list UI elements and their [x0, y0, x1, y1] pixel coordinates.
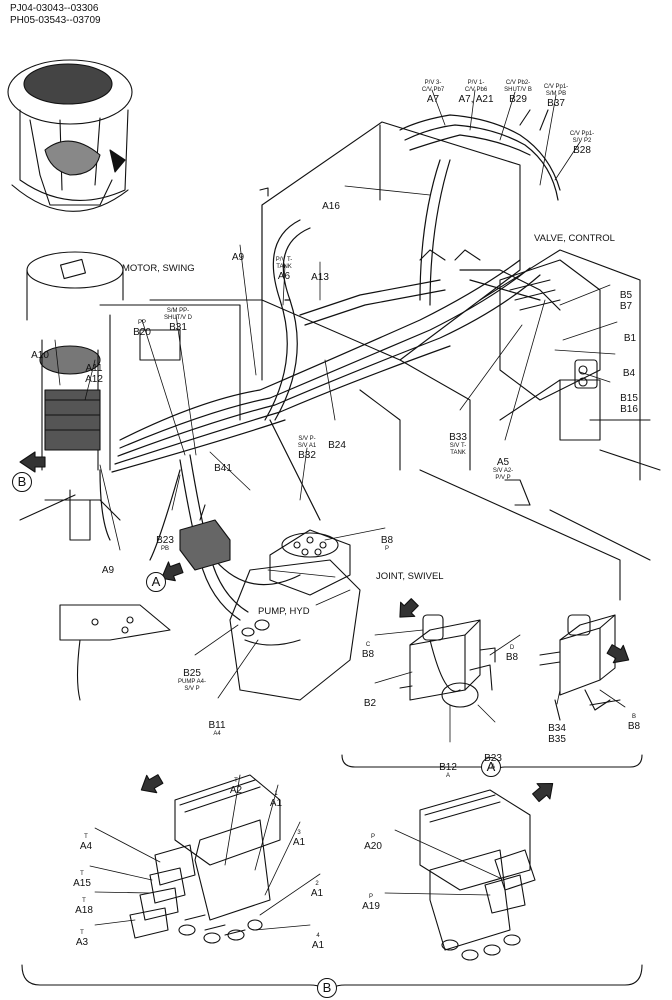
label-b1: B1: [623, 333, 637, 344]
detail-a-block-left: [399, 614, 496, 708]
label-b5-b7: B5 B7: [619, 290, 633, 312]
callout-b-main: B: [12, 472, 32, 492]
label-b2: B2: [363, 698, 377, 709]
callout-a-main: A: [146, 572, 166, 592]
callout-a-detail: A: [481, 757, 501, 777]
label-a13: A13: [311, 272, 329, 283]
swivel-joint-drawing: [269, 529, 351, 596]
serial-range-2: PH05-03543--03709: [10, 15, 101, 26]
label-b24: B24: [328, 440, 346, 451]
leader-lines: [54, 89, 626, 931]
detail-b-bracket: [21, 964, 328, 996]
machine-inset-drawing: [7, 59, 133, 212]
direction-arrows: [19, 451, 630, 803]
pump-hyd-label: PUMP, HYD: [258, 606, 310, 617]
base-plate-drawing: [59, 604, 171, 701]
label-b34-b35: B34 B35: [548, 723, 566, 745]
detail-a-bracket-left: [341, 754, 493, 776]
label-a9-low: A9: [101, 565, 115, 576]
pump-drawing: [229, 559, 361, 701]
label-b4: B4: [622, 368, 636, 379]
callout-b-detail: B: [317, 978, 337, 998]
label-a9-top: A9: [231, 252, 245, 263]
valve-control-label: VALVE, CONTROL: [534, 233, 615, 244]
label-a16: A16: [322, 201, 340, 212]
motor-swing-label: MOTOR, SWING: [122, 263, 195, 274]
swing-motor-drawing: [19, 251, 124, 541]
joint-swivel-label: JOINT, SWIVEL: [376, 571, 444, 582]
detail-b-valve-left: [129, 774, 281, 944]
machine-frame: [99, 121, 661, 601]
hose-bundles: [99, 114, 561, 621]
detail-b-valve-right: [419, 789, 536, 961]
control-valve-drawing: [419, 109, 601, 401]
selector-valve-drawing: [179, 504, 231, 571]
label-a10: A10: [31, 350, 49, 361]
detail-a-block-right: [539, 614, 621, 721]
label-b41: B41: [214, 463, 232, 474]
label-a11-a12: A11 A12: [85, 363, 103, 385]
label-b15-b16: B15 B16: [620, 393, 638, 415]
serial-range-1: PJ04-03043--03306: [10, 3, 99, 14]
